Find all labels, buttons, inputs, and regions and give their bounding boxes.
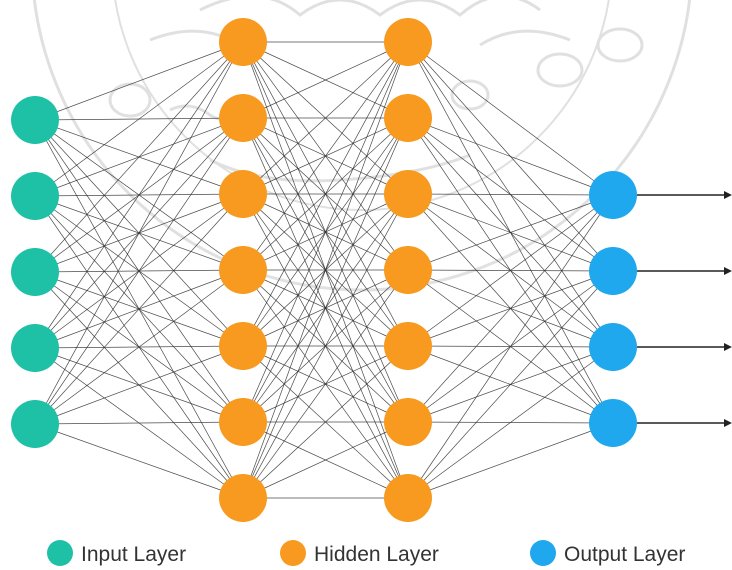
- connection-line: [242, 41, 409, 499]
- seal-ornament: [199, 0, 541, 17]
- input-node: [11, 172, 59, 220]
- seal-outer-ring: [32, 0, 692, 292]
- output-arrowhead: [724, 267, 732, 275]
- connection-line: [242, 41, 409, 195]
- hidden-node: [384, 246, 432, 294]
- hidden-node: [384, 170, 432, 218]
- connection-line: [34, 41, 244, 425]
- legend-swatch-input: [47, 540, 73, 566]
- legend-item-hidden: Hidden Layer: [280, 540, 439, 566]
- connection-line: [407, 117, 614, 196]
- connection-line: [242, 41, 409, 119]
- connection-line: [242, 41, 409, 423]
- hidden-node: [219, 170, 267, 218]
- connection-line: [242, 193, 409, 499]
- connection-line: [407, 270, 614, 499]
- seal-glyph: [536, 52, 584, 88]
- output-arrowhead: [724, 343, 732, 351]
- connection-line: [34, 423, 244, 499]
- connection-line: [242, 117, 409, 499]
- input-node: [11, 248, 59, 296]
- seal-glyph: [450, 79, 490, 111]
- output-node: [589, 323, 637, 371]
- connection-line: [34, 41, 244, 349]
- connection-edges: [34, 41, 614, 499]
- hidden-node: [384, 94, 432, 142]
- hidden-node: [219, 398, 267, 446]
- connection-line: [34, 345, 244, 425]
- connection-line: [34, 193, 244, 425]
- legend-label-input: Input Layer: [81, 543, 186, 566]
- hidden-node: [384, 322, 432, 370]
- seal-ornament: [479, 29, 571, 47]
- hidden-node: [219, 18, 267, 66]
- output-node: [589, 399, 637, 447]
- connection-line: [242, 41, 409, 347]
- connection-line: [407, 193, 614, 196]
- connection-line: [34, 41, 244, 121]
- connection-line: [242, 41, 409, 271]
- input-node: [11, 400, 59, 448]
- connection-line: [34, 421, 244, 425]
- output-arrowhead: [724, 191, 732, 199]
- input-node: [11, 324, 59, 372]
- connection-line: [34, 117, 244, 425]
- hidden-node: [219, 474, 267, 522]
- network-nodes: [11, 18, 637, 522]
- connection-line: [34, 41, 244, 197]
- seal-glyph: [108, 82, 152, 118]
- seal-inner-ring: [114, 0, 610, 211]
- connection-line: [407, 41, 614, 196]
- hidden-node: [219, 246, 267, 294]
- connection-line: [407, 422, 614, 499]
- watermark-seal: [32, 0, 692, 292]
- legend-label-hidden: Hidden Layer: [314, 543, 439, 566]
- connection-line: [407, 194, 614, 499]
- legend-item-output: Output Layer: [530, 540, 685, 566]
- hidden-node: [384, 398, 432, 446]
- legend: Input Layer Hidden Layer Output Layer: [47, 540, 685, 566]
- output-node: [589, 171, 637, 219]
- connection-line: [242, 421, 409, 499]
- legend-item-input: Input Layer: [47, 540, 186, 566]
- connection-line: [242, 269, 409, 499]
- hidden-node: [219, 94, 267, 142]
- hidden-node: [219, 322, 267, 370]
- output-arrows: [637, 191, 732, 427]
- connection-line: [34, 41, 244, 273]
- connection-line: [407, 346, 614, 499]
- connection-line: [407, 194, 614, 271]
- hidden-node: [384, 474, 432, 522]
- input-node: [11, 96, 59, 144]
- output-node: [589, 247, 637, 295]
- legend-swatch-hidden: [280, 540, 306, 566]
- connection-line: [407, 194, 614, 423]
- connection-line: [407, 194, 614, 347]
- legend-label-output: Output Layer: [564, 543, 685, 566]
- connection-line: [242, 345, 409, 499]
- hidden-node: [384, 18, 432, 66]
- seal-glyph: [596, 27, 644, 63]
- legend-swatch-output: [530, 540, 556, 566]
- connection-line: [34, 269, 244, 425]
- output-arrowhead: [724, 419, 732, 427]
